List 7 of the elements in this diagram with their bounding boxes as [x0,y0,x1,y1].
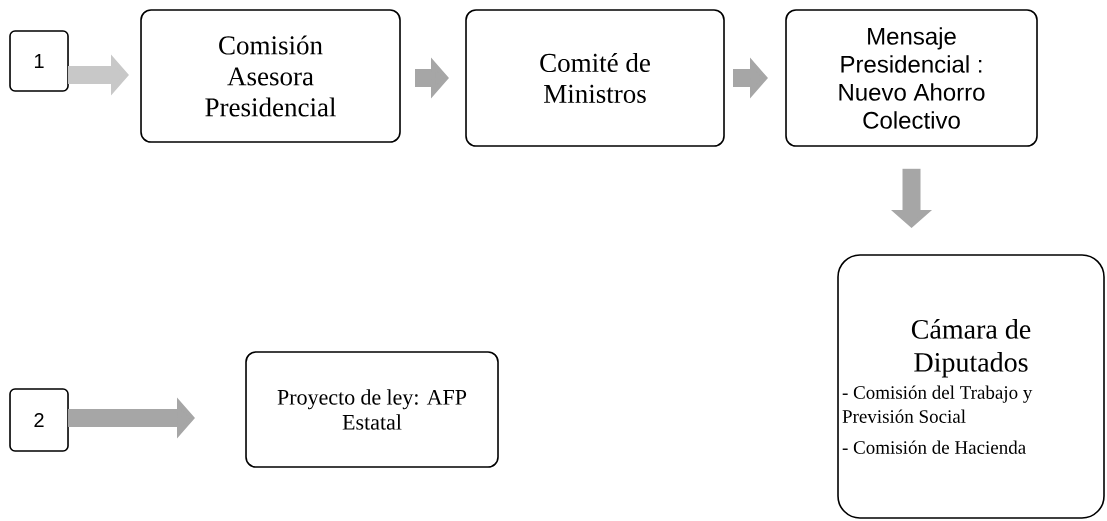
process-box: Mensaje Presidencial : Nuevo Ahorro Colectivo [785,9,1038,147]
number-box: 1 [9,30,69,92]
process-box: Cámara de Diputados - Comisión del Trabajo y Previsión Social - Comisión de Hacienda [837,254,1105,519]
process-box: Comisión Asesora Presidencial [140,9,401,143]
number-box: 2 [9,388,69,452]
process-box: Proyecto de ley: AFP Estatal [245,351,499,468]
process-box: Comité de Ministros [465,9,725,147]
